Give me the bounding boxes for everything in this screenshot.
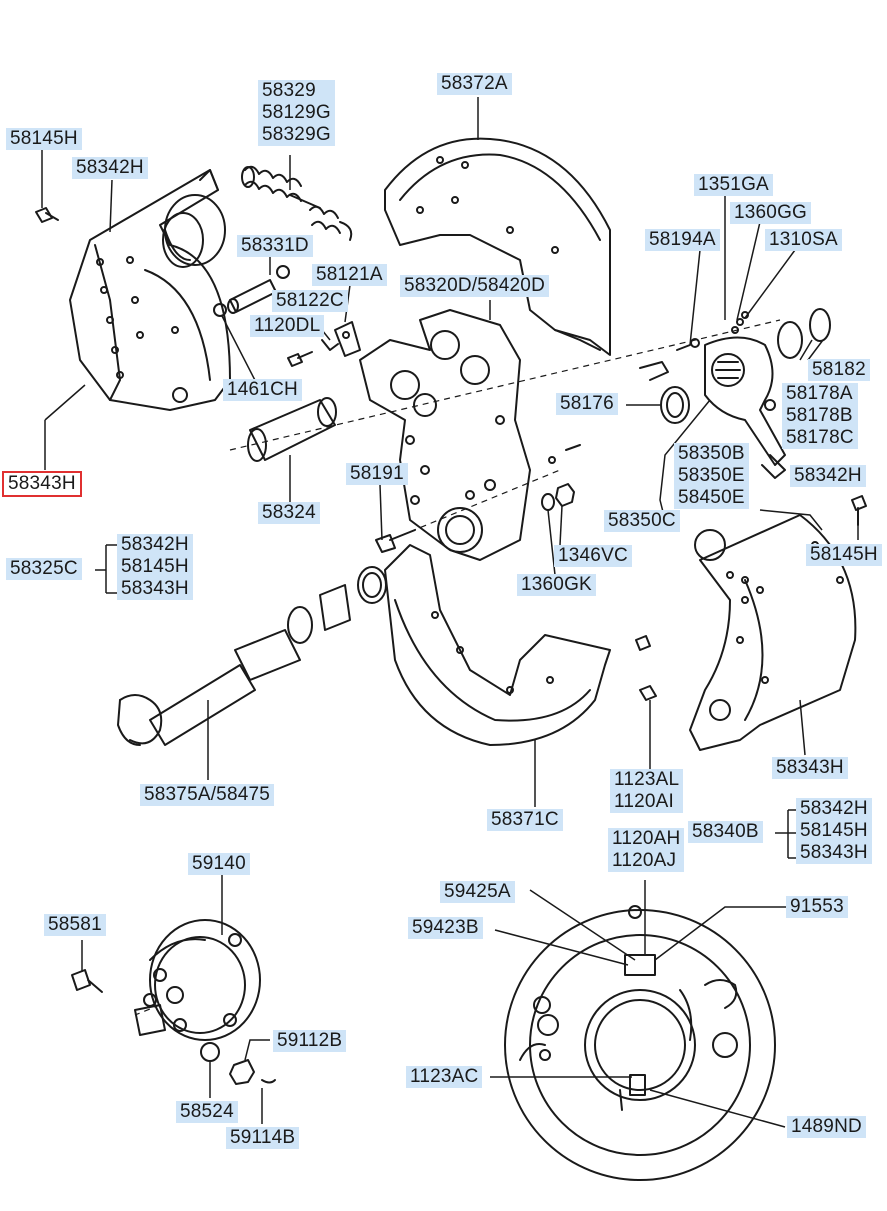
camshaft-58375A: [117, 664, 256, 746]
label-59114B[interactable]: 59114B: [226, 1127, 300, 1149]
label-1310SA[interactable]: 1310SA: [765, 229, 842, 251]
label-58178-group[interactable]: 58178A 58178B 58178C: [782, 383, 858, 449]
label-1346VC[interactable]: 1346VC: [554, 545, 632, 567]
label-58145H-right[interactable]: 58145H: [806, 544, 882, 566]
label-58350C[interactable]: 58350C: [604, 510, 680, 532]
pin-59114B: [261, 1079, 276, 1084]
washer-1360GK: [541, 493, 555, 511]
label-58340B-members[interactable]: 58342H 58145H 58343H: [796, 798, 872, 864]
label-1461CH[interactable]: 1461CH: [223, 379, 302, 401]
label-58194A[interactable]: 58194A: [645, 229, 720, 251]
slack-adjuster: [704, 336, 786, 479]
label-58176[interactable]: 58176: [556, 393, 618, 415]
nut-1346VC: [555, 483, 575, 507]
axis-dashed-lines: [134, 319, 781, 1016]
washer-58176: [660, 386, 690, 424]
bolt-58145H: [35, 207, 59, 223]
washer-1461CH: [213, 303, 227, 317]
label-59423B[interactable]: 59423B: [408, 917, 483, 939]
label-58524[interactable]: 58524: [176, 1101, 238, 1123]
lower-brake-shoe: [384, 544, 611, 746]
label-58343H-right[interactable]: 58343H: [772, 757, 848, 779]
camshaft-parts: [234, 566, 387, 681]
bushing-58324: [247, 397, 337, 462]
label-1351GA[interactable]: 1351GA: [694, 174, 773, 196]
label-58340B[interactable]: 58340B: [688, 821, 763, 843]
backing-plate: [504, 905, 776, 1181]
label-1489ND[interactable]: 1489ND: [787, 1116, 866, 1138]
label-59140[interactable]: 59140: [188, 853, 250, 875]
bolt-1123AL: [635, 635, 657, 701]
nut-59112B: [229, 1059, 255, 1085]
nut-58524: [200, 1042, 220, 1062]
label-58320D-58420D[interactable]: 58320D/58420D: [400, 275, 549, 297]
label-58325C[interactable]: 58325C: [6, 558, 82, 580]
label-1123AC[interactable]: 1123AC: [406, 1066, 483, 1088]
bolt-58145H-right: [851, 495, 867, 526]
spider-58320D: [359, 309, 531, 561]
ring-58178: [777, 321, 803, 359]
label-58191[interactable]: 58191: [346, 463, 408, 485]
label-59112B[interactable]: 59112B: [273, 1030, 347, 1052]
label-58329-group[interactable]: 58329 58129G 58329G: [258, 80, 335, 146]
group-brackets: [95, 544, 800, 859]
label-58342H-right[interactable]: 58342H: [790, 465, 866, 487]
brake-chamber-59140: [134, 919, 261, 1041]
label-1360GG[interactable]: 1360GG: [730, 202, 812, 224]
label-58375A-58475[interactable]: 58375A/58475: [140, 784, 275, 806]
label-58350-group[interactable]: 58350B 58350E 58450E: [674, 443, 749, 509]
label-58581[interactable]: 58581: [44, 914, 106, 936]
return-spring: [241, 165, 353, 241]
label-58372A[interactable]: 58372A: [437, 73, 512, 95]
label-58371C[interactable]: 58371C: [487, 809, 563, 831]
label-91553[interactable]: 91553: [786, 896, 848, 918]
label-1120DL[interactable]: 1120DL: [250, 315, 325, 337]
label-58325C-members[interactable]: 58342H 58145H 58343H: [117, 534, 193, 600]
left-brake-shoe: [69, 169, 231, 411]
snap-ring-58182: [809, 308, 831, 342]
label-1360GK[interactable]: 1360GK: [517, 574, 596, 596]
bolt-1120DL: [287, 351, 313, 367]
label-59425A[interactable]: 59425A: [440, 881, 515, 903]
label-58182[interactable]: 58182: [808, 359, 870, 381]
label-58343H-selected[interactable]: 58343H: [2, 471, 82, 497]
bracket-58121A: [321, 321, 361, 357]
label-1120AH-group[interactable]: 1120AH 1120AJ: [608, 828, 685, 872]
label-58122C[interactable]: 58122C: [272, 290, 348, 312]
label-58121A[interactable]: 58121A: [312, 264, 387, 286]
bolt-58581: [71, 969, 103, 993]
label-58145H-top[interactable]: 58145H: [6, 128, 82, 150]
dust-shield-58372A: [384, 137, 611, 356]
label-58342H-top[interactable]: 58342H: [72, 157, 148, 179]
label-58324[interactable]: 58324: [258, 502, 320, 524]
label-1123AL-group[interactable]: 1123AL 1120AI: [610, 769, 684, 813]
label-58331D[interactable]: 58331D: [237, 235, 313, 257]
